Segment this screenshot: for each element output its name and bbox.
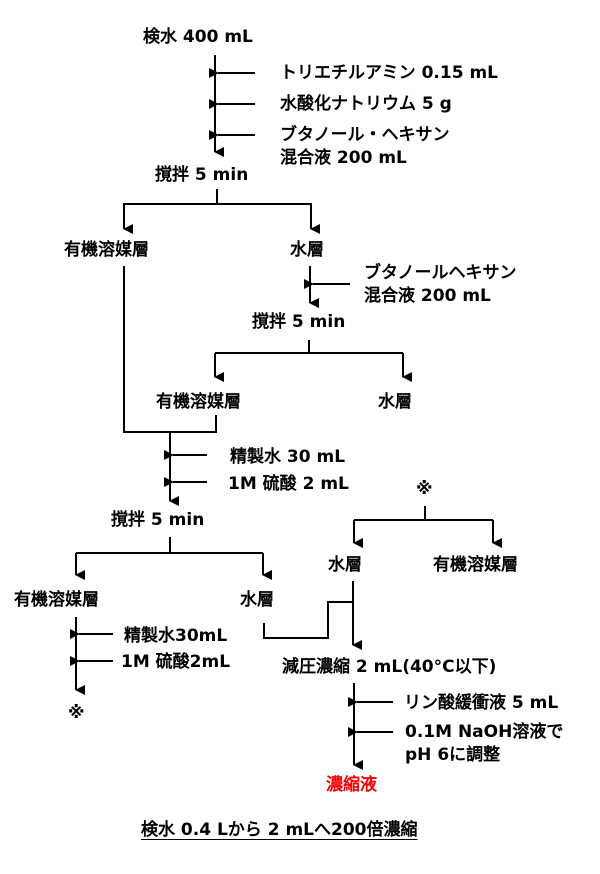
caption: 検水 0.4 Lから 2 mLへ200倍濃縮 [141, 820, 418, 840]
node-stir-1: 撹拌 5 min [155, 165, 249, 185]
add-butanol-hexane-2-vol: 混合液 200 mL [364, 286, 491, 306]
node-organic-3: 有機溶媒層 [14, 590, 99, 610]
add-phosphate-buffer: リン酸緩衝液 5 mL [404, 693, 559, 713]
node-stir-2: 撹拌 5 min [252, 312, 346, 332]
node-aqueous-3: 水層 [240, 590, 274, 610]
add-h2so4-2: 1M 硫酸2mL [121, 652, 231, 672]
node-concentrate: 減圧濃縮 2 mL(40°C以下) [282, 657, 497, 677]
node-sample: 検水 400 mL [143, 27, 253, 47]
add-butanol-hexane-1-vol: 混合液 200 mL [280, 148, 407, 168]
add-naoh-adjust: 0.1M NaOH溶液で [405, 722, 564, 742]
node-aqueous-1: 水層 [290, 240, 324, 260]
node-organic-1: 有機溶媒層 [64, 240, 149, 260]
add-water-2: 精製水30mL [124, 626, 228, 646]
add-water-1: 精製水 30 mL [230, 447, 346, 467]
add-butanol-hexane-2: ブタノールヘキサン [364, 263, 517, 283]
add-h2so4-1: 1M 硫酸 2 mL [228, 474, 349, 494]
add-triethylamine: トリエチルアミン 0.15 mL [280, 63, 498, 83]
add-naoh-adjust-ph: pH 6に調整 [405, 745, 501, 765]
add-butanol-hexane-1: ブタノール・ヘキサン [280, 125, 450, 145]
node-stir-3: 撹拌 5 min [111, 510, 205, 530]
node-organic-4: 有機溶媒層 [433, 555, 518, 575]
ref-mark-top: ※ [416, 479, 433, 499]
node-result: 濃縮液 [326, 775, 377, 795]
node-aqueous-2: 水層 [378, 392, 412, 412]
ref-mark-bottom: ※ [68, 703, 85, 723]
node-aqueous-4: 水層 [328, 555, 362, 575]
split-1-bar [123, 203, 312, 227]
add-naoh: 水酸化ナトリウム 5 g [280, 94, 452, 114]
merge-line-2 [263, 601, 353, 639]
node-organic-2: 有機溶媒層 [156, 392, 241, 412]
